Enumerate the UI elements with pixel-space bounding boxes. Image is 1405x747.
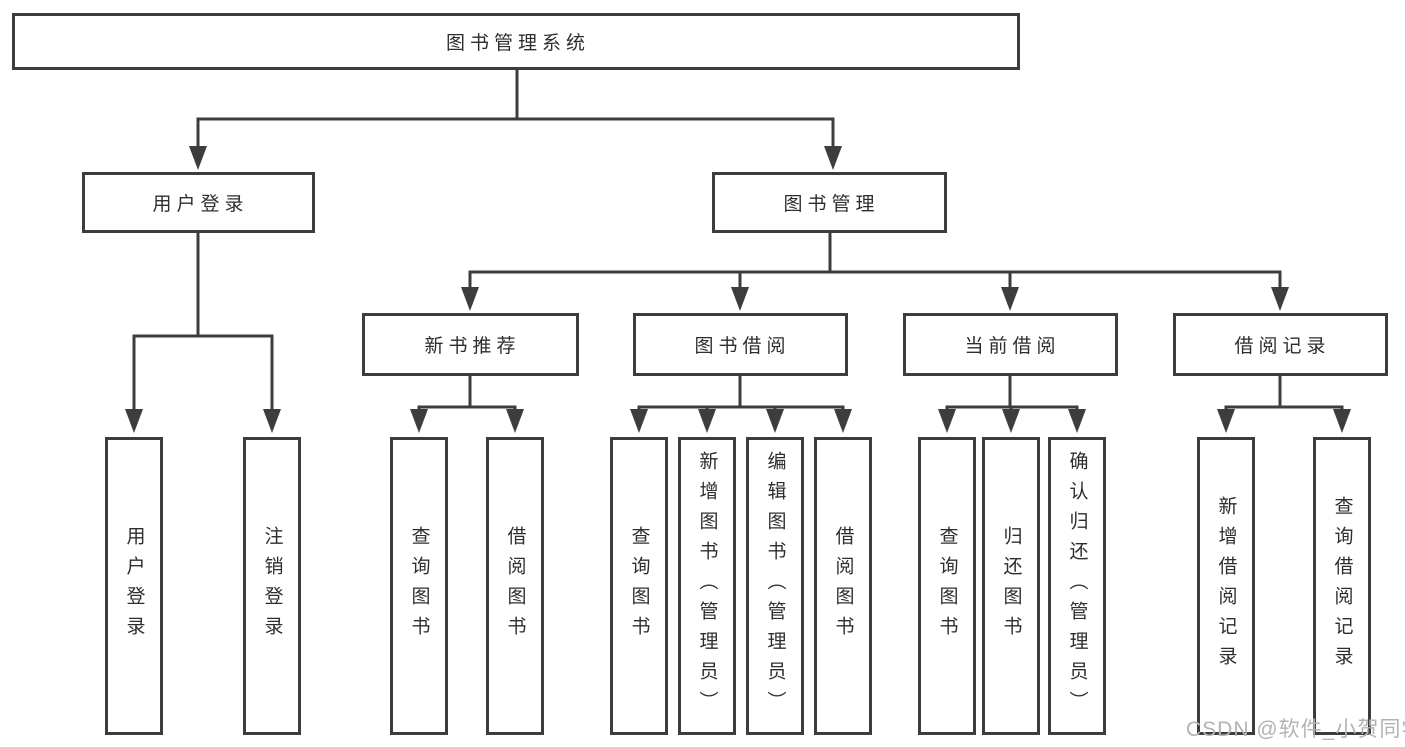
node-current-borrowing-label: 当前借阅 xyxy=(964,336,1061,357)
leaf-confirm-return-admin: 确认归还（管理员） xyxy=(1048,437,1106,735)
watermark: CSDN @软件_小贺同学 xyxy=(1186,718,1405,741)
node-new-book-recommend: 新书推荐 xyxy=(362,313,579,376)
node-root: 图书管理系统 xyxy=(12,13,1020,70)
leaf-query-books-recommend: 查询图书 xyxy=(390,437,448,735)
node-book-borrowing-label: 图书借阅 xyxy=(694,336,791,357)
leaf-return-books: 归还图书 xyxy=(982,437,1040,735)
leaf-user-login: 用户登录 xyxy=(105,437,163,735)
leaf-borrow-books-recommend: 借阅图书 xyxy=(486,437,544,735)
node-book-borrowing: 图书借阅 xyxy=(633,313,848,376)
node-user-login: 用户登录 xyxy=(82,172,315,233)
node-new-book-recommend-label: 新书推荐 xyxy=(424,336,521,357)
node-borrowing-records-label: 借阅记录 xyxy=(1234,336,1331,357)
leaf-query-books-borrowing: 查询图书 xyxy=(610,437,668,735)
leaf-query-borrow-record: 查询借阅记录 xyxy=(1313,437,1371,735)
leaf-logout: 注销登录 xyxy=(243,437,301,735)
leaf-borrow-books-borrowing: 借阅图书 xyxy=(814,437,872,735)
node-root-label: 图书管理系统 xyxy=(445,33,590,54)
node-book-management: 图书管理 xyxy=(712,172,947,233)
leaf-add-book-admin: 新增图书（管理员） xyxy=(678,437,736,735)
leaf-edit-book-admin: 编辑图书（管理员） xyxy=(746,437,804,735)
leaf-query-books-current: 查询图书 xyxy=(918,437,976,735)
node-user-login-label: 用户登录 xyxy=(152,194,249,215)
leaf-add-borrow-record: 新增借阅记录 xyxy=(1197,437,1255,735)
node-borrowing-records: 借阅记录 xyxy=(1173,313,1388,376)
node-current-borrowing: 当前借阅 xyxy=(903,313,1118,376)
node-book-management-label: 图书管理 xyxy=(783,194,880,215)
